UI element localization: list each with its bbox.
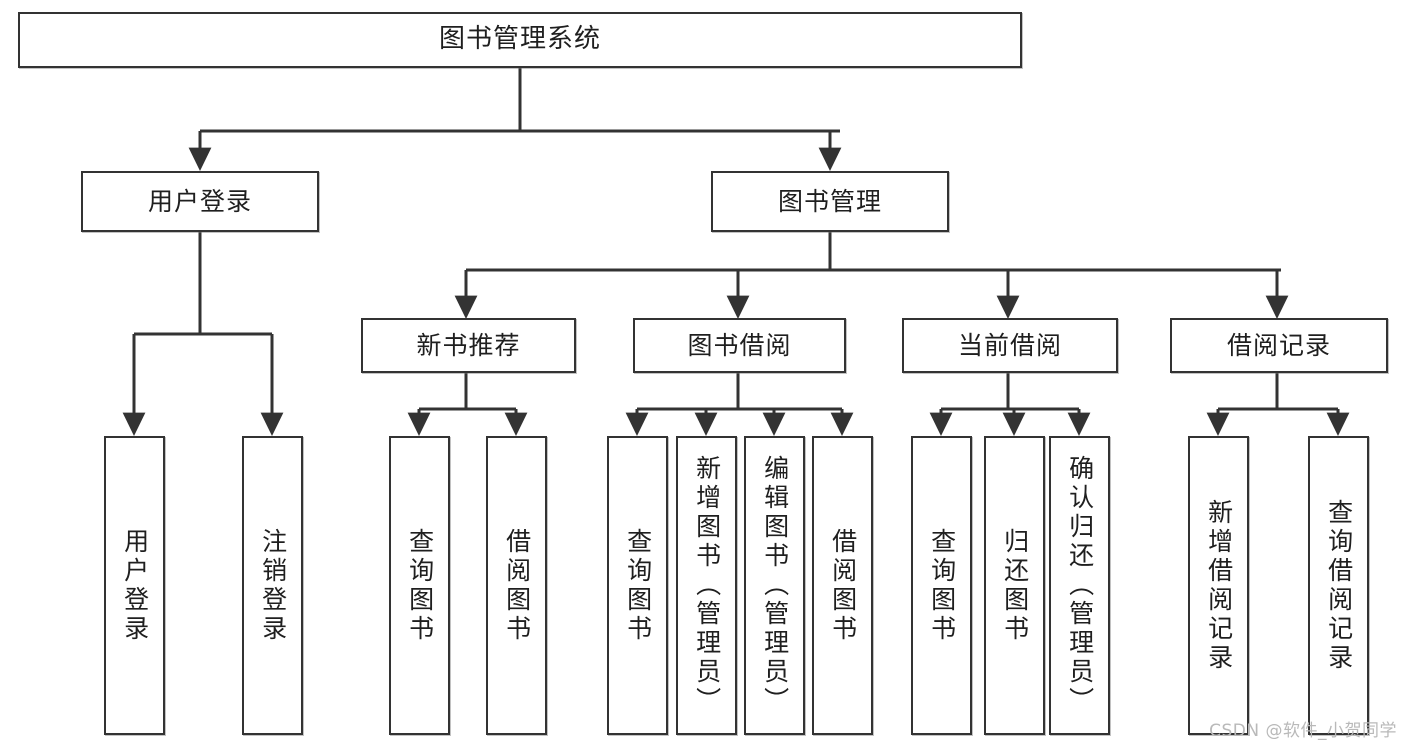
node-leaf-query-borrow-record-label: 查询借阅记录 bbox=[1324, 498, 1354, 673]
node-leaf-borrow-book-label: 借阅图书 bbox=[828, 527, 858, 644]
node-leaf-query-book-rec-label: 查询图书 bbox=[405, 527, 435, 644]
node-borrow-record-label: 借阅记录 bbox=[1226, 330, 1331, 360]
node-new-book-recommend-label: 新书推荐 bbox=[416, 330, 521, 360]
node-book-borrow-label: 图书借阅 bbox=[687, 330, 792, 360]
node-new-book-recommend[interactable]: 新书推荐 bbox=[361, 318, 576, 373]
node-user-login-label: 用户登录 bbox=[147, 186, 252, 216]
node-book-manage[interactable]: 图书管理 bbox=[711, 171, 949, 232]
node-leaf-return-book-label: 归还图书 bbox=[1000, 527, 1030, 644]
node-leaf-confirm-return-label: 确认归还（管理员） bbox=[1065, 455, 1095, 716]
node-book-borrow[interactable]: 图书借阅 bbox=[633, 318, 846, 373]
node-root[interactable]: 图书管理系统 bbox=[18, 12, 1022, 68]
node-current-borrow[interactable]: 当前借阅 bbox=[902, 318, 1118, 373]
node-current-borrow-label: 当前借阅 bbox=[957, 330, 1062, 360]
node-leaf-return-book[interactable]: 归还图书 bbox=[984, 436, 1045, 735]
node-leaf-logout[interactable]: 注销登录 bbox=[242, 436, 303, 735]
node-leaf-edit-book-admin-label: 编辑图书（管理员） bbox=[760, 455, 790, 716]
node-leaf-add-borrow-record[interactable]: 新增借阅记录 bbox=[1188, 436, 1249, 735]
csdn-watermark: CSDN @软件_小贺同学 bbox=[1209, 721, 1397, 741]
node-leaf-edit-book-admin[interactable]: 编辑图书（管理员） bbox=[744, 436, 805, 735]
node-borrow-record[interactable]: 借阅记录 bbox=[1170, 318, 1388, 373]
node-root-label: 图书管理系统 bbox=[438, 24, 601, 55]
node-leaf-borrow-book[interactable]: 借阅图书 bbox=[812, 436, 873, 735]
node-user-login[interactable]: 用户登录 bbox=[81, 171, 319, 232]
node-leaf-add-borrow-record-label: 新增借阅记录 bbox=[1204, 498, 1234, 673]
node-leaf-borrow-book-rec[interactable]: 借阅图书 bbox=[486, 436, 547, 735]
node-leaf-confirm-return[interactable]: 确认归还（管理员） bbox=[1049, 436, 1110, 735]
node-leaf-query-book-current[interactable]: 查询图书 bbox=[911, 436, 972, 735]
node-book-manage-label: 图书管理 bbox=[777, 186, 882, 216]
node-leaf-logout-label: 注销登录 bbox=[258, 527, 288, 644]
node-leaf-query-book-borrow-label: 查询图书 bbox=[623, 527, 653, 644]
node-leaf-query-book-rec[interactable]: 查询图书 bbox=[389, 436, 450, 735]
node-leaf-query-book-borrow[interactable]: 查询图书 bbox=[607, 436, 668, 735]
node-leaf-borrow-book-rec-label: 借阅图书 bbox=[502, 527, 532, 644]
node-leaf-add-book-admin-label: 新增图书（管理员） bbox=[692, 455, 722, 716]
node-leaf-add-book-admin[interactable]: 新增图书（管理员） bbox=[676, 436, 737, 735]
node-leaf-query-book-current-label: 查询图书 bbox=[927, 527, 957, 644]
node-leaf-user-login-label: 用户登录 bbox=[120, 527, 150, 644]
node-leaf-user-login[interactable]: 用户登录 bbox=[104, 436, 165, 735]
node-leaf-query-borrow-record[interactable]: 查询借阅记录 bbox=[1308, 436, 1369, 735]
